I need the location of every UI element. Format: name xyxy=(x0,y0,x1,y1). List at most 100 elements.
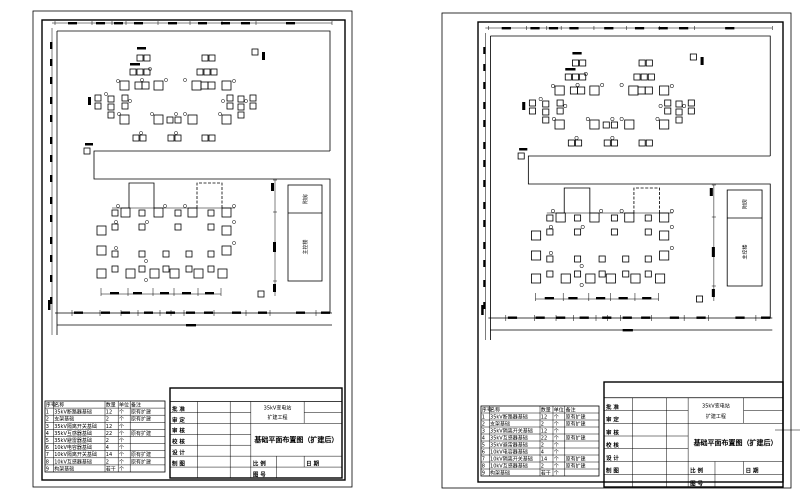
equipment-foundation xyxy=(622,255,630,263)
support-pole-marker xyxy=(669,84,674,88)
equipment-foundation xyxy=(141,81,150,90)
equipment-foundation xyxy=(107,111,115,119)
equipment-foundation xyxy=(542,116,550,124)
table-cell: 2 xyxy=(106,438,109,444)
equipment-foundation xyxy=(94,102,102,110)
dimension-label xyxy=(50,197,53,204)
dimension-label xyxy=(134,22,143,25)
table-cell: 6 xyxy=(482,449,485,455)
signature-label: 审 核 xyxy=(172,427,185,435)
dimension-label xyxy=(696,316,706,319)
building-label-lower: 主控楼 xyxy=(742,245,749,260)
equipment-foundation xyxy=(589,119,600,130)
equipment-foundation xyxy=(542,108,550,116)
equipment-foundation xyxy=(602,121,610,129)
table-cell: 个 xyxy=(119,452,124,458)
support-pole-marker xyxy=(164,78,168,82)
dimension-label xyxy=(50,137,53,144)
dimension-label xyxy=(522,102,526,110)
dimension-label xyxy=(133,292,142,295)
equipment-foundation xyxy=(174,223,182,231)
equipment-foundation xyxy=(120,207,131,218)
support-pole-marker xyxy=(552,117,556,121)
dimension-label xyxy=(483,102,486,109)
equipment-foundation xyxy=(187,207,198,218)
dimension-label xyxy=(622,329,633,332)
table-cell: 4 xyxy=(541,449,544,455)
equipment-foundation xyxy=(111,223,119,231)
equipment-foundation xyxy=(628,85,639,96)
dimension-label xyxy=(258,311,267,314)
equipment-foundation xyxy=(555,212,566,223)
equipment-foundation xyxy=(647,73,655,81)
equipment-foundation xyxy=(221,114,232,125)
equipment-foundation xyxy=(200,81,209,90)
dimension-label xyxy=(273,242,276,252)
equipment-foundation xyxy=(174,116,182,124)
equipment-foundation xyxy=(644,214,652,222)
dimension-label xyxy=(114,22,123,25)
equipment-foundation xyxy=(659,119,670,130)
table-header: 数量 xyxy=(106,402,116,409)
signature-label: 制 图 xyxy=(606,467,619,475)
dimension-label xyxy=(483,47,486,54)
equipment-foundation xyxy=(610,228,618,236)
dimension-label xyxy=(641,316,651,319)
equipment-foundation xyxy=(237,103,245,111)
project-name: 35kV变电站 xyxy=(702,402,730,409)
equipment-foundation xyxy=(185,250,193,258)
dimension-label xyxy=(182,292,191,295)
table-cell: 10kV电容器基础 xyxy=(490,448,528,455)
support-pole-marker xyxy=(655,117,660,121)
equipment-foundation xyxy=(610,139,618,147)
table-cell: 个 xyxy=(554,463,559,469)
table-cell: 个 xyxy=(119,417,124,423)
equipment-foundation xyxy=(589,85,600,96)
building-label-upper: 附房 xyxy=(302,194,309,204)
dimension-label xyxy=(483,180,486,187)
table-cell: 2 xyxy=(541,442,544,448)
equipment-foundation xyxy=(542,100,550,108)
dimension-label xyxy=(50,97,53,104)
dimension-label xyxy=(507,316,518,319)
dimension-label xyxy=(186,311,195,314)
equipment-foundation xyxy=(675,108,683,116)
equipment-foundation xyxy=(569,86,578,95)
equipment-foundation xyxy=(531,250,542,261)
equipment-foundation xyxy=(149,268,160,279)
dimension-label xyxy=(50,59,53,66)
transformer-frame-extension xyxy=(633,187,660,213)
dimension-label xyxy=(483,302,486,309)
support-pole-marker xyxy=(658,104,663,108)
dimension-label xyxy=(483,120,486,127)
table-header: 单位 xyxy=(119,402,129,409)
dimension-label xyxy=(130,63,140,66)
table-cell: 原有扩建 xyxy=(131,416,151,423)
transformer-frame xyxy=(563,187,591,213)
equipment-foundation xyxy=(644,228,652,236)
equipment-foundation xyxy=(567,139,575,147)
equipment-foundation xyxy=(132,134,140,142)
dimension-label xyxy=(483,220,486,227)
support-pole-marker xyxy=(144,278,148,282)
dimension-label xyxy=(669,316,680,319)
project-subtitle: 扩建工程 xyxy=(267,414,287,421)
equipment-foundation xyxy=(556,107,564,115)
dimension-label xyxy=(110,292,119,295)
dimension-label xyxy=(568,297,578,300)
dimension-label xyxy=(137,47,146,50)
support-pole-marker xyxy=(682,104,687,108)
signature-label: 校 核 xyxy=(606,441,619,449)
table-cell: 个 xyxy=(554,456,559,462)
table-cell: 若干 xyxy=(106,465,116,472)
signature-label: 批 准 xyxy=(172,405,185,413)
dimension-label xyxy=(483,242,486,249)
support-pole-marker xyxy=(128,99,132,103)
scale-label: 比 例 xyxy=(690,467,703,475)
table-cell: 35kV隔离开关基础 xyxy=(54,423,97,430)
table-cell: 10kV电容器基础 xyxy=(54,444,92,451)
table-cell: 个 xyxy=(119,431,124,437)
equipment-foundation xyxy=(610,121,618,129)
